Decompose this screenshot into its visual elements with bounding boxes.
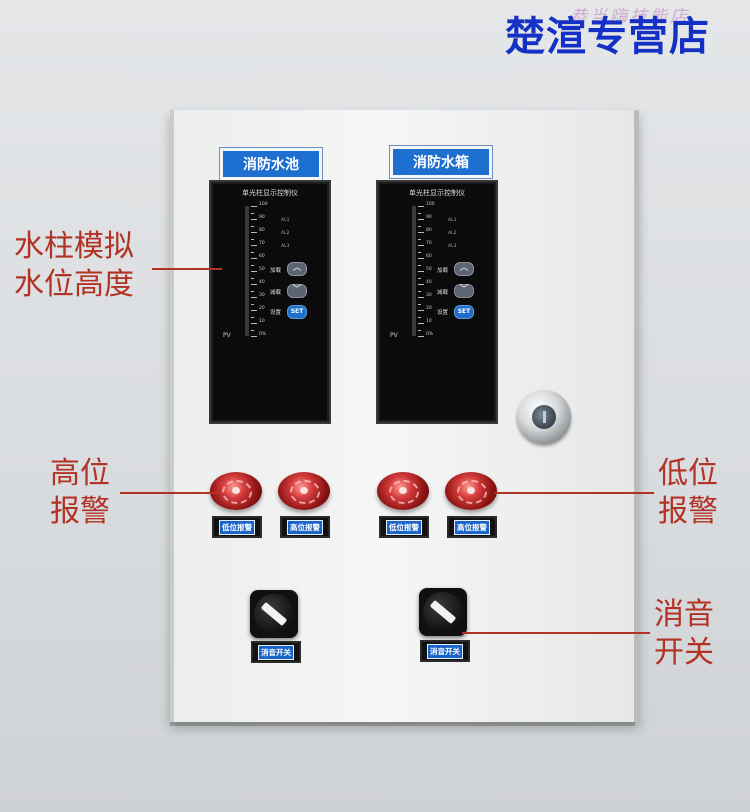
down-row-label: 减载 [437,290,449,296]
buzzer-label: 低位报警 [219,519,255,535]
scale-label: 40 [259,280,265,285]
scale-label: 60 [426,254,432,259]
scale-label: 70 [426,241,432,246]
level-controller-tank: 单光柱显示控制仪 100 90 80 70 60 50 40 30 20 10 [376,180,498,424]
callout-leader-line [120,492,218,494]
callout-water-column: 水柱模拟 水位高度 [14,228,134,304]
buzzer-label: 高位报警 [454,519,490,535]
up-button[interactable]: ︿ [454,262,474,276]
alarm-buzzer-light [210,472,262,510]
callout-leader-line [494,492,654,494]
switch-label: 消音开关 [258,644,294,660]
down-row-label: 减载 [270,290,282,296]
scale-label: 70 [259,241,265,246]
alarm-label: AL2 [281,231,290,236]
scale-label: 20 [259,306,265,311]
watermark-text: 恭当嗨技能店 [570,7,690,27]
alarm-buzzer-light [278,472,330,510]
scale-label: 90 [259,215,265,220]
up-button[interactable]: ︿ [287,262,307,276]
scale-label: 40 [426,280,432,285]
callout-line-2: 报警 [658,494,718,529]
water-column-bar [412,206,416,336]
switch-label-plate: 消音开关 [420,640,470,662]
callout-low-alarm: 低位 报警 [658,455,718,531]
sign-fire-tank: 消防水箱 [389,145,493,179]
set-button[interactable]: SET [454,305,474,319]
callout-line-1: 消音 [654,597,714,632]
scale-label: 90 [426,215,432,220]
buzzer-label-plate: 低位报警 [212,516,262,538]
set-row-label: 设置 [437,310,449,316]
controller-title: 单光柱显示控制仪 [409,189,465,197]
callout-line-1: 低位 [658,456,718,491]
pv-label: PV [390,332,398,339]
set-row-label: 设置 [270,310,282,316]
scale-label: 20 [426,306,432,311]
callout-leader-line [462,632,650,634]
scale-label: 100 [426,202,435,207]
control-cabinet: 消防水池 消防水箱 单光柱显示控制仪 100 90 80 70 60 50 40… [170,110,639,722]
alarm-label: AL1 [281,218,290,223]
scale-ticks [418,206,432,337]
scale-label: 30 [259,293,265,298]
callout-line-2: 水位高度 [14,267,134,302]
buzzer-label-plate: 高位报警 [280,516,330,538]
scale-label: 50 [426,267,432,272]
buzzer-label: 高位报警 [287,519,323,535]
controller-title: 单光柱显示控制仪 [242,189,298,197]
callout-line-1: 水柱模拟 [14,229,134,264]
mute-selector-switch[interactable] [250,590,298,638]
scale-label: 0% [426,332,434,337]
scale-label: 100 [259,202,268,207]
switch-label: 消音开关 [427,643,463,659]
scale-label: 80 [259,228,265,233]
callout-mute-switch: 消音 开关 [654,596,714,672]
scale-labels: 100 90 80 70 60 50 40 30 20 10 0% [426,202,442,342]
scale-labels: 100 90 80 70 60 50 40 30 20 10 0% [259,202,275,342]
down-button[interactable]: ﹀ [287,284,307,298]
set-button[interactable]: SET [287,305,307,319]
selector-knob [423,592,463,632]
up-row-label: 加载 [437,268,449,274]
scale-label: 60 [259,254,265,259]
alarm-buzzer-light [377,472,429,510]
sign-fire-pool: 消防水池 [219,147,323,181]
scale-label: 50 [259,267,265,272]
alarm-label: AL3 [448,244,457,249]
scale-label: 80 [426,228,432,233]
alarm-label: AL2 [448,231,457,236]
level-controller-pool: 单光柱显示控制仪 100 90 80 70 60 50 40 30 20 10 [209,180,331,424]
alarm-label: AL1 [448,218,457,223]
buzzer-label-plate: 低位报警 [379,516,429,538]
callout-line-2: 报警 [50,494,110,529]
cabinet-base [170,718,635,726]
alarm-buzzer-light [445,472,497,510]
scale-ticks [251,206,265,337]
scale-label: 0% [259,332,267,337]
switch-label-plate: 消音开关 [251,641,301,663]
scale-label: 10 [426,319,432,324]
alarm-label: AL3 [281,244,290,249]
callout-line-2: 开关 [654,635,714,670]
store-brand-title: 楚渲专营店 [505,14,710,60]
key-lock-switch[interactable] [517,390,571,444]
lock-cylinder [532,405,556,429]
callout-leader-line [152,268,222,270]
scale-label: 30 [426,293,432,298]
callout-high-alarm: 高位 报警 [50,455,110,531]
up-row-label: 加载 [270,268,282,274]
callout-line-1: 高位 [50,456,110,491]
scale-label: 10 [259,319,265,324]
water-column-bar [245,206,249,336]
mute-selector-switch[interactable] [419,588,467,636]
buzzer-label: 低位报警 [386,519,422,535]
selector-knob [254,594,294,634]
pv-label: PV [223,332,231,339]
down-button[interactable]: ﹀ [454,284,474,298]
buzzer-label-plate: 高位报警 [447,516,497,538]
